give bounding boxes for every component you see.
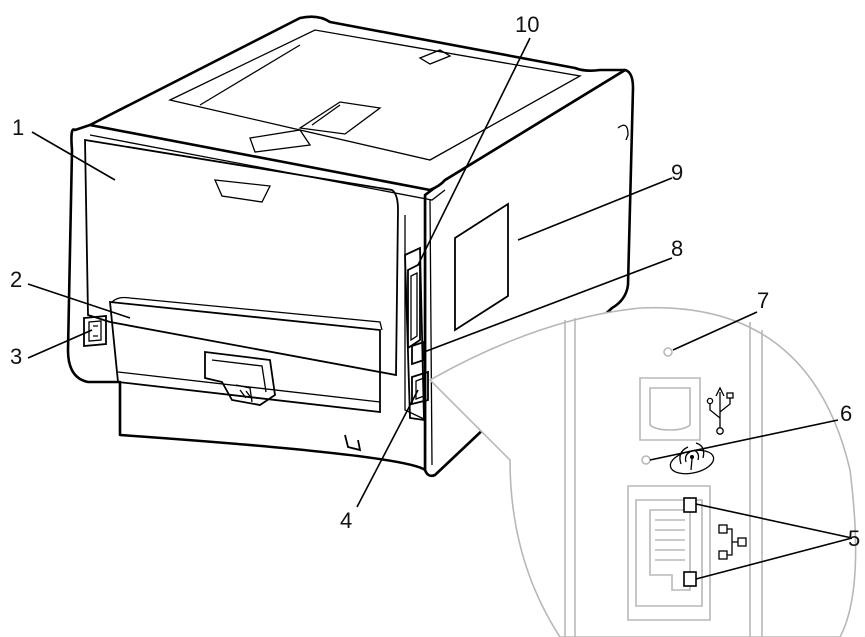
callout-5: 5 [848, 526, 860, 551]
callout-6: 6 [840, 401, 852, 426]
callout-10: 10 [515, 12, 539, 37]
callout-2: 2 [10, 267, 22, 292]
callout-1: 1 [12, 115, 24, 140]
callout-7: 7 [757, 288, 769, 313]
network-icon [718, 524, 747, 560]
callout-8: 8 [671, 236, 683, 261]
callout-4: 4 [340, 508, 352, 533]
leader-lines [27, 37, 853, 580]
magnified-interface-detail [428, 306, 857, 637]
usb-icon [706, 386, 734, 435]
callout-9: 9 [671, 160, 683, 185]
callout-labels: 1 2 3 4 5 6 7 8 9 10 [10, 12, 860, 551]
callout-3: 3 [10, 344, 22, 369]
